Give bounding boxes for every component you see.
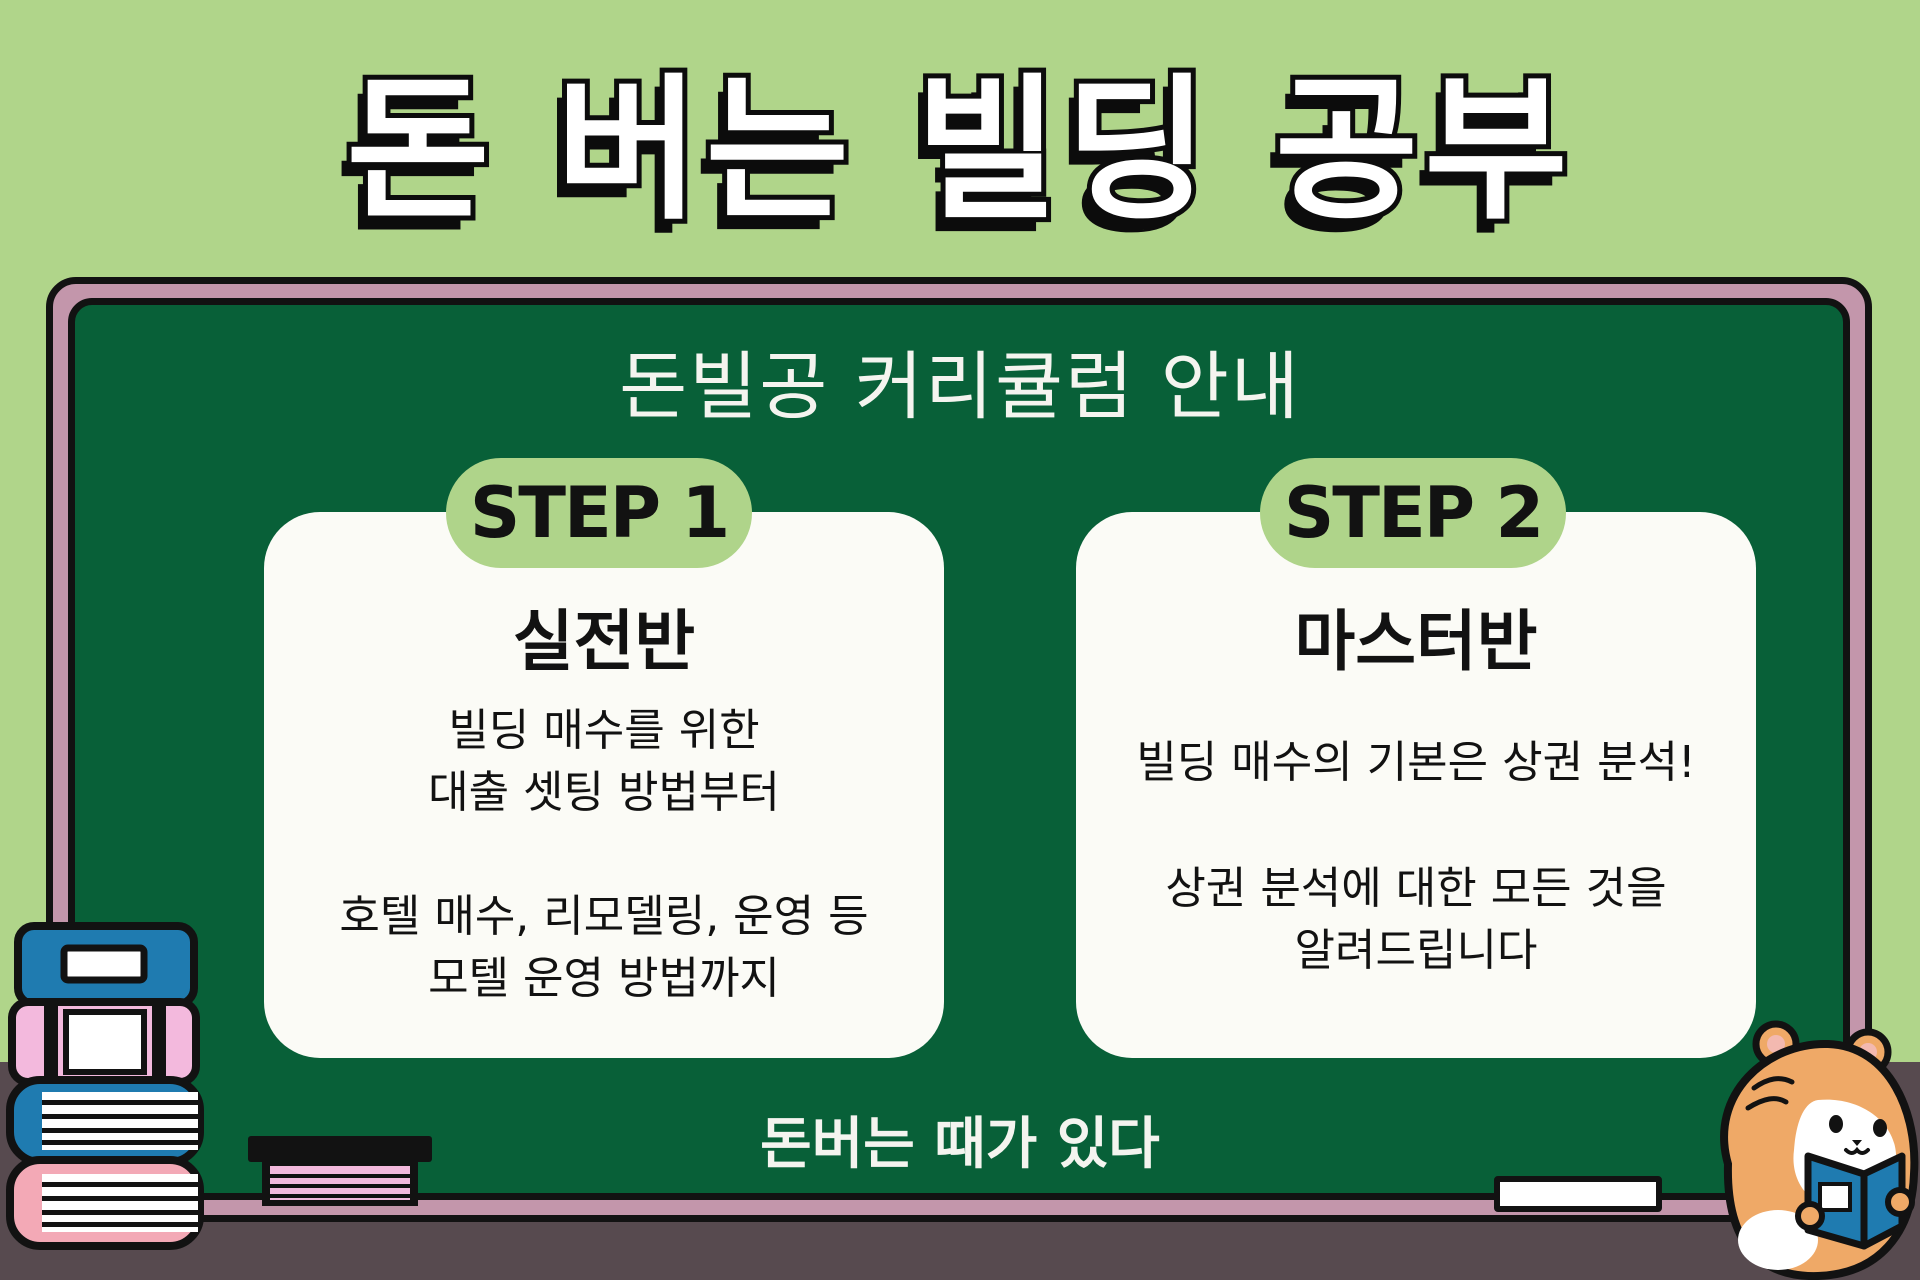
chalk-icon xyxy=(1494,1176,1662,1212)
step1-badge: STEP 1 xyxy=(446,458,752,568)
step2-heading: 마스터반 xyxy=(1294,603,1538,680)
step1-card: 실전반 빌딩 매수를 위한 대출 셋팅 방법부터 호텔 매수, 리모델링, 운영… xyxy=(264,512,944,1058)
eraser-icon xyxy=(248,1136,432,1206)
step2-desc-line-4: 알려드립니다 xyxy=(1294,925,1538,976)
book-stack-icon xyxy=(6,922,204,1250)
poster-title: 돈 버는 빌딩 공부 xyxy=(341,55,1574,245)
step1-desc-line-1: 빌딩 매수를 위한 xyxy=(448,705,760,756)
step1-desc-line-5: 모텔 운영 방법까지 xyxy=(428,953,780,1004)
step2-card: 마스터반 빌딩 매수의 기본은 상권 분석! 상권 분석에 대한 모든 것을 알… xyxy=(1076,512,1756,1058)
step2-desc-line-3: 상권 분석에 대한 모든 것을 xyxy=(1165,863,1667,914)
step2-desc-line-1: 빌딩 매수의 기본은 상권 분석! xyxy=(1136,737,1696,788)
footer-slogan: 돈버는 때가 있다 xyxy=(760,1112,1160,1177)
step1-desc-line-2: 대출 셋팅 방법부터 xyxy=(428,767,780,818)
step1-desc-line-4: 호텔 매수, 리모델링, 운영 등 xyxy=(339,891,869,942)
step2-badge: STEP 2 xyxy=(1260,458,1566,568)
board-title: 돈빌공 커리큘럼 안내 xyxy=(619,344,1301,430)
hamster-reading-icon xyxy=(1720,1020,1919,1280)
step1-heading: 실전반 xyxy=(512,603,696,680)
